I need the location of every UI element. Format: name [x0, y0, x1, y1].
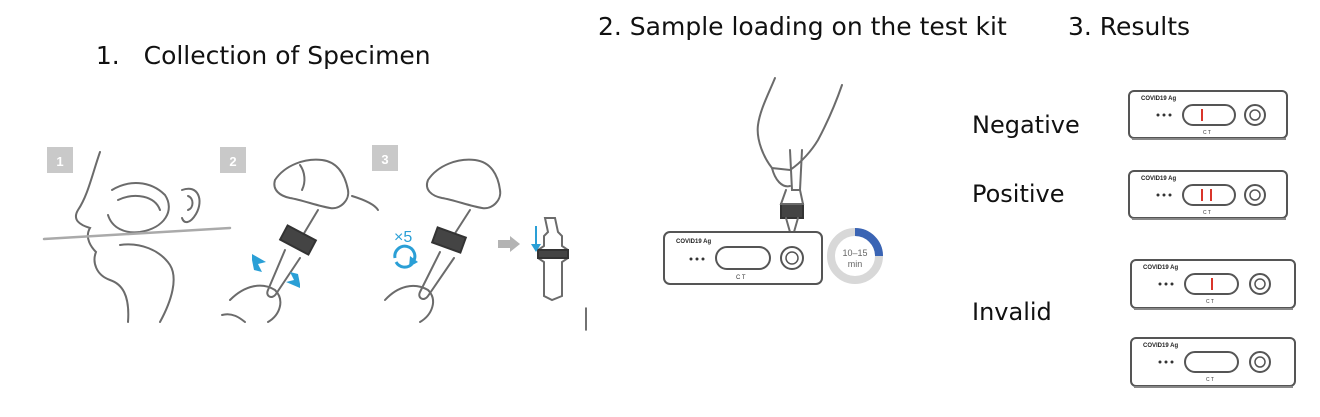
step-3-number: 3 — [381, 152, 388, 167]
negative-kit-marks: C T — [1203, 130, 1211, 136]
collection-heading-title: Collection of Specimen — [143, 41, 431, 70]
invalid-result-cassette-1: COVID19 Ag C T — [1130, 259, 1296, 310]
timer-unit: min — [848, 259, 863, 269]
timer-dial: 10–15 min — [827, 228, 883, 284]
loading-kit-marks: C T — [736, 275, 746, 281]
negative-label: Negative — [972, 111, 1080, 139]
down-arrow-icon — [531, 226, 541, 252]
negative-result-cassette: COVID19 Ag C T — [1128, 90, 1288, 140]
squeeze-arrows — [252, 254, 300, 288]
step-3-box — [372, 145, 398, 171]
loading-kit-label: COVID19 Ag — [676, 239, 711, 245]
invalid-result-cassette-2: COVID19 Ag C T — [1130, 337, 1296, 388]
loading-illustration — [756, 77, 843, 233]
step-1-box — [47, 147, 73, 173]
positive-kit-label: COVID19 Ag — [1141, 176, 1176, 182]
positive-result-cassette: COVID19 Ag C T — [1128, 170, 1288, 220]
step-1-illustration — [42, 147, 232, 323]
rotate-icon — [393, 244, 418, 269]
collection-heading: 1. Collection of Specimen — [80, 12, 431, 70]
invalid-1-kit-label: COVID19 Ag — [1143, 265, 1178, 271]
loading-heading: 2. Sample loading on the test kit — [598, 12, 1007, 41]
step-2-number: 2 — [229, 154, 236, 169]
timer-range: 10–15 — [842, 248, 867, 258]
step-1-number: 1 — [56, 154, 63, 169]
invalid-2-kit-label: COVID19 Ag — [1143, 343, 1178, 349]
collection-heading-number: 1. — [95, 41, 120, 70]
rotation-count-label: ×5 — [394, 229, 412, 246]
positive-label: Positive — [972, 180, 1065, 208]
loading-cassette: COVID19 Ag C T — [663, 231, 823, 285]
squeeze-arrow-right-icon — [286, 272, 300, 288]
step-2-box — [220, 147, 246, 173]
squeeze-arrow-left-icon — [252, 254, 266, 272]
step-3-illustration — [372, 145, 587, 331]
invalid-label: Invalid — [972, 298, 1052, 326]
positive-kit-marks: C T — [1203, 210, 1211, 216]
invalid-1-kit-marks: C T — [1206, 299, 1214, 305]
right-arrow-icon — [498, 236, 520, 252]
results-heading: 3. Results — [1068, 12, 1191, 41]
negative-kit-label: COVID19 Ag — [1141, 96, 1176, 102]
step-2-illustration — [220, 147, 379, 323]
invalid-2-kit-marks: C T — [1206, 377, 1214, 383]
